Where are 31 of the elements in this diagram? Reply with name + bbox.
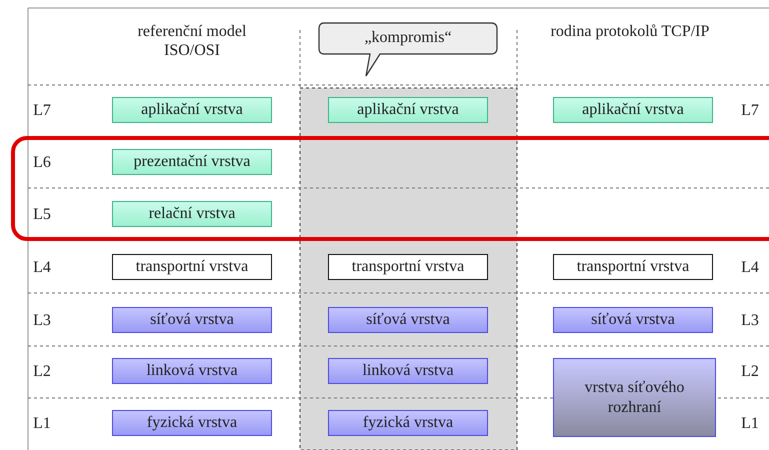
layer-label: L1	[32, 414, 52, 434]
layer-label: L1	[740, 414, 760, 434]
layer-box: síťová vrstva	[328, 307, 488, 333]
layer-box: fyzická vrstva	[328, 410, 488, 436]
layer-box: relační vrstva	[112, 201, 272, 227]
layer-box: prezentační vrstva	[112, 149, 272, 175]
layer-box: aplikační vrstva	[112, 97, 272, 123]
callout-bubble: „kompromis“	[318, 22, 498, 77]
layer-label: L5	[32, 205, 52, 224]
layer-label: L4	[32, 258, 52, 278]
layer-box: linková vrstva	[328, 358, 488, 384]
column-heading: rodina protokolů TCP/IP	[550, 22, 710, 42]
layer-label: L2	[740, 362, 760, 382]
layer-box: fyzická vrstva	[112, 410, 272, 436]
layer-box: transportní vrstva	[328, 254, 488, 280]
layer-box: aplikační vrstva	[553, 97, 713, 123]
layer-box: transportní vrstva	[553, 254, 713, 280]
layer-label: L3	[32, 311, 52, 330]
layer-box: vrstva síťového rozhraní	[553, 358, 716, 437]
layer-box: aplikační vrstva	[328, 97, 488, 123]
layer-label: L6	[32, 153, 52, 172]
layer-label: L4	[740, 258, 760, 278]
layer-label: L7	[740, 101, 760, 120]
layer-box: linková vrstva	[112, 358, 272, 384]
layer-box: síťová vrstva	[553, 307, 713, 333]
layer-box: síťová vrstva	[112, 307, 272, 333]
layer-label: L3	[740, 311, 760, 330]
layer-box: transportní vrstva	[112, 254, 272, 280]
layer-label: L2	[32, 362, 52, 382]
column-heading: referenční model ISO/OSI	[136, 22, 248, 60]
layer-label: L7	[32, 101, 52, 120]
